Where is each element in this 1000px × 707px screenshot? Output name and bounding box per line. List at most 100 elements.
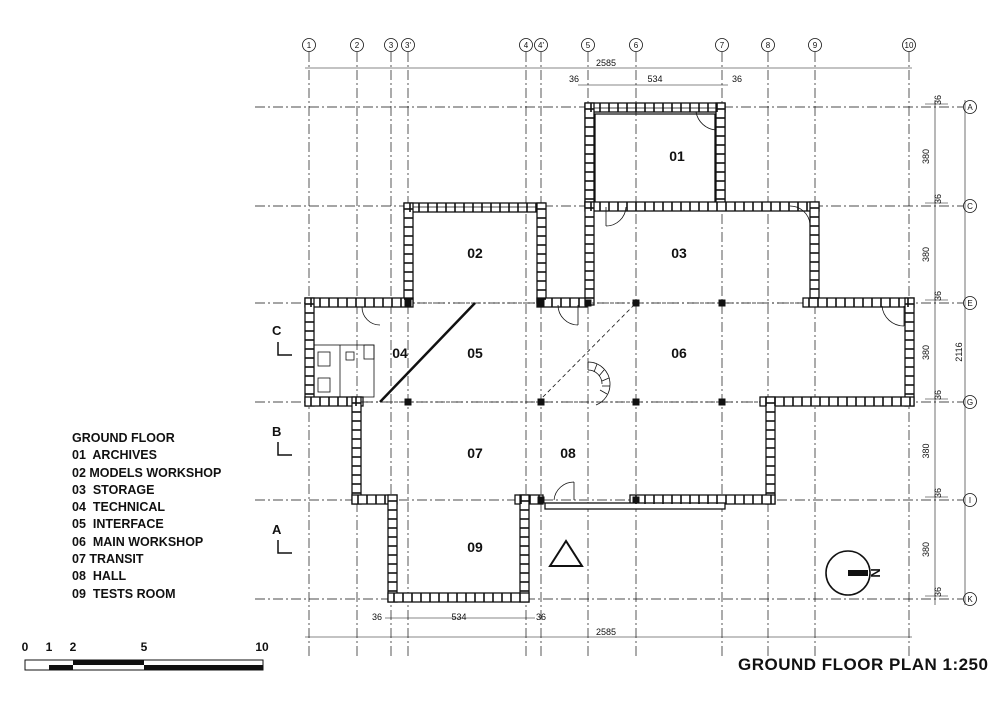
wc-fixtures (313, 344, 375, 398)
dim-right-row-span: 380 (921, 149, 931, 164)
structural-column (718, 398, 726, 406)
structural-column (632, 496, 640, 504)
scale-label-10: 10 (255, 640, 269, 654)
structural-column (404, 398, 412, 406)
wall-06-right (904, 297, 915, 407)
dim-bottom-wall-right: 36 (536, 612, 546, 622)
grid-label-row-E: E (967, 299, 972, 308)
partition-05-06-diagonal (379, 302, 476, 403)
scale-label-0: 0 (22, 640, 29, 654)
dim-right-row-span: 380 (921, 247, 931, 262)
wall-02-top (403, 202, 546, 213)
room-label-01: 01 (669, 148, 685, 164)
wc-partition (313, 344, 375, 398)
dim-bottom-wall-left: 36 (372, 612, 382, 622)
structural-column (718, 299, 726, 307)
grid-label-col-1: 1 (307, 41, 312, 50)
grid-label-row-I: I (969, 496, 971, 505)
grid-bubble-col: 3' (401, 38, 415, 52)
legend-item: 03 STORAGE (72, 482, 155, 497)
door-archives (695, 110, 717, 131)
grid-label-row-K: K (967, 595, 973, 604)
wall-08-bottom-glass (544, 502, 726, 510)
grid-bubble-col: 9 (808, 38, 822, 52)
doors (361, 110, 905, 501)
grid-label-col-6: 6 (634, 41, 639, 50)
grid-label-col-3: 3 (389, 41, 394, 50)
dim-top-wall-left: 36 (569, 74, 579, 84)
wall-03-top (584, 201, 820, 212)
grid-bubble-col: 4 (519, 38, 533, 52)
dim-top-overall: 2585 (596, 58, 616, 68)
grid-label-col-5: 5 (586, 41, 591, 50)
legend-item: 01 ARCHIVES (72, 448, 157, 463)
grid-label-row-A: A (967, 103, 973, 112)
wall-09-bottom (387, 592, 530, 603)
room-legend: GROUND FLOOR 01 ARCHIVES 02 MODELS WORKS… (72, 430, 221, 603)
door-storage-left (605, 206, 627, 227)
dimension-lines: 2585 36 534 36 36 534 36 2585 2116 36380… (305, 58, 966, 638)
glazing (361, 107, 803, 403)
room-label-02: 02 (467, 245, 483, 261)
grid-bubble-col: 4' (534, 38, 548, 52)
dim-right-row-span: 380 (921, 542, 931, 557)
dim-right-wall: 36 (933, 488, 943, 498)
legend-item: 06 MAIN WORKSHOP (72, 534, 204, 549)
structural-column (537, 398, 545, 406)
legend-item: 05 INTERFACE (72, 517, 164, 532)
door-main-workshop (881, 305, 905, 327)
room-label-09: 09 (467, 539, 483, 555)
grid-label-col-9: 9 (813, 41, 818, 50)
wall-09-left (387, 494, 398, 603)
room-label-04: 04 (392, 345, 408, 361)
room-labels: 01 02 03 04 05 06 07 08 09 (392, 148, 687, 555)
walls (304, 102, 915, 603)
toilet-2 (317, 377, 331, 393)
dim-bottom-bay: 534 (451, 612, 466, 622)
room-label-08: 08 (560, 445, 576, 461)
structural-column (537, 299, 545, 307)
legend-heading: GROUND FLOOR (72, 431, 175, 445)
room-label-07: 07 (467, 445, 483, 461)
dim-right-wall: 36 (933, 95, 943, 105)
wall-04-top (304, 297, 414, 308)
room-label-03: 03 (671, 245, 687, 261)
basin (345, 351, 355, 361)
grid-label-col-4: 4 (524, 41, 529, 50)
dim-right-wall: 36 (933, 291, 943, 301)
grid-bubble-col: 1 (302, 38, 316, 52)
scale-label-5: 5 (141, 640, 148, 654)
grid-label-col-4': 4' (538, 41, 544, 50)
grid-bubble-row: K (963, 592, 977, 606)
scale-label-1: 1 (46, 640, 53, 654)
structural-column (404, 299, 412, 307)
dim-top-bay: 534 (647, 74, 662, 84)
structural-column (584, 299, 592, 307)
wall-04-left (304, 297, 315, 407)
scale-bar: 0 1 2 5 10 (22, 640, 269, 671)
columns (404, 299, 726, 504)
grid-bubble-col: 7 (715, 38, 729, 52)
legend-item: 04 TECHNICAL (72, 500, 166, 515)
spiral-stair (587, 361, 611, 406)
dim-top-wall-right: 36 (732, 74, 742, 84)
scale-label-2: 2 (70, 640, 77, 654)
wall-06-bottom (759, 396, 915, 407)
dim-right-wall: 36 (933, 587, 943, 597)
partition-05-06-dashed (537, 302, 637, 403)
wall-01-top (584, 102, 726, 113)
north-label: N (868, 568, 883, 577)
wall-hatching (305, 103, 914, 602)
north-arrow-icon: N (825, 550, 883, 596)
grid-bubble-col: 2 (350, 38, 364, 52)
wall-09-right (519, 494, 530, 603)
door-hall (553, 481, 575, 501)
section-mark-a: A (272, 522, 282, 537)
grid-label-col-7: 7 (720, 41, 725, 50)
grid-bubble-row: A (963, 100, 977, 114)
grid-label-row-C: C (967, 202, 973, 211)
dim-right-row-span: 380 (921, 443, 931, 458)
dim-right-wall: 36 (933, 194, 943, 204)
wall-08-right (765, 396, 776, 505)
grid-bubble-row: I (963, 493, 977, 507)
